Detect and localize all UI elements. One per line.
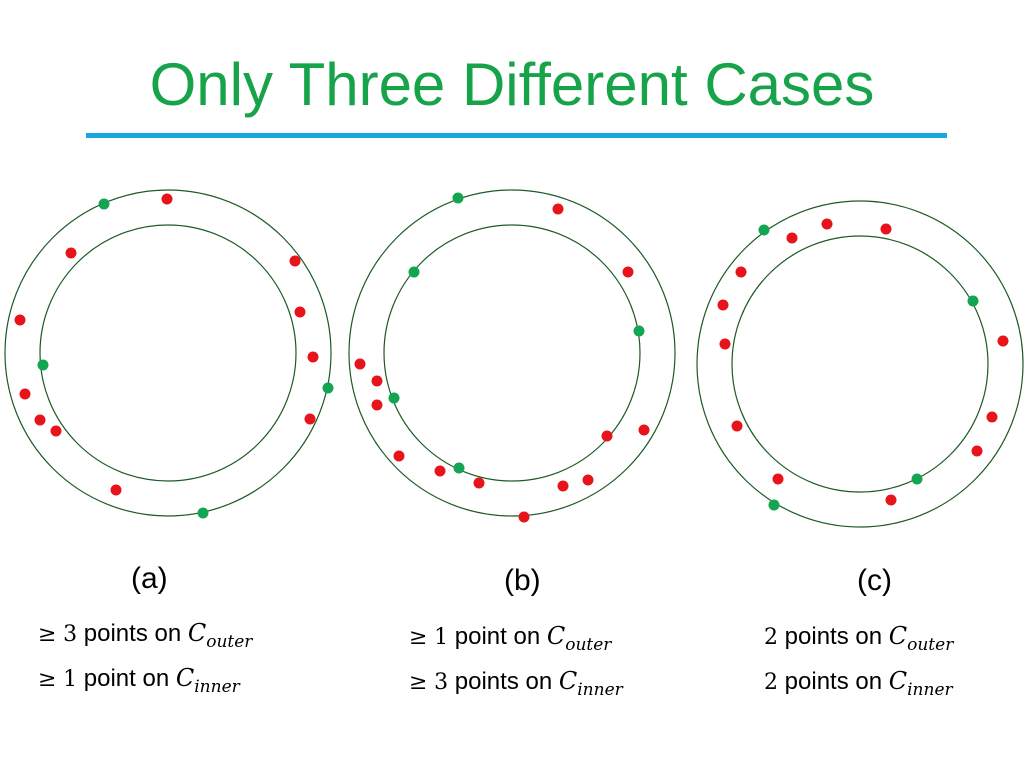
red-point (772, 473, 784, 485)
condition-b-inner: ≥ 3 points on Cinner (409, 667, 623, 700)
ring-diagram-b (348, 189, 676, 523)
red-point (518, 511, 530, 523)
ring-diagram-c (696, 200, 1024, 528)
green-point (633, 325, 645, 337)
green-point (768, 499, 780, 511)
green-point (37, 359, 49, 371)
red-point (393, 450, 405, 462)
red-point (354, 358, 366, 370)
title-underline (86, 133, 947, 138)
red-point (582, 474, 594, 486)
red-point (552, 203, 564, 215)
condition-b-outer: ≥ 1 point on Couter (409, 622, 612, 655)
red-point (434, 465, 446, 477)
green-point (197, 507, 209, 519)
red-point (289, 255, 301, 267)
red-point (735, 266, 747, 278)
red-point (371, 375, 383, 387)
red-point (971, 445, 983, 457)
red-point (65, 247, 77, 259)
green-point (453, 462, 465, 474)
green-point (98, 198, 110, 210)
red-point (880, 223, 892, 235)
green-point (452, 192, 464, 204)
inner-circle-b (383, 224, 641, 482)
outer-circle-b (348, 189, 676, 517)
red-point (371, 399, 383, 411)
red-point (885, 494, 897, 506)
case-label-b: (b) (504, 564, 541, 597)
inner-circle-c (731, 235, 989, 493)
condition-a-outer: ≥ 3 points on Couter (38, 619, 253, 652)
green-point (388, 392, 400, 404)
red-point (731, 420, 743, 432)
green-point (967, 295, 979, 307)
red-point (34, 414, 46, 426)
red-point (473, 477, 485, 489)
red-point (638, 424, 650, 436)
red-point (110, 484, 122, 496)
condition-c-inner: 2 points on Cinner (764, 667, 953, 700)
condition-c-outer: 2 points on Couter (764, 622, 954, 655)
red-point (986, 411, 998, 423)
inner-circle-a (39, 224, 297, 482)
green-point (408, 266, 420, 278)
ring-diagrams (4, 189, 1024, 528)
red-point (19, 388, 31, 400)
green-point (758, 224, 770, 236)
slide-title: Only Three Different Cases (149, 51, 875, 118)
green-point (911, 473, 923, 485)
red-point (294, 306, 306, 318)
green-point (322, 382, 334, 394)
case-label-c: (c) (857, 564, 892, 597)
outer-circle-c (696, 200, 1024, 528)
red-point (622, 266, 634, 278)
case-label-a: (a) (131, 562, 168, 595)
red-point (14, 314, 26, 326)
red-point (307, 351, 319, 363)
red-point (719, 338, 731, 350)
ring-diagram-a (4, 189, 334, 519)
red-point (557, 480, 569, 492)
red-point (997, 335, 1009, 347)
red-point (786, 232, 798, 244)
red-point (161, 193, 173, 205)
red-point (821, 218, 833, 230)
red-point (50, 425, 62, 437)
red-point (601, 430, 613, 442)
red-point (717, 299, 729, 311)
red-point (304, 413, 316, 425)
condition-a-inner: ≥ 1 point on Cinner (38, 664, 240, 697)
outer-circle-a (4, 189, 332, 517)
